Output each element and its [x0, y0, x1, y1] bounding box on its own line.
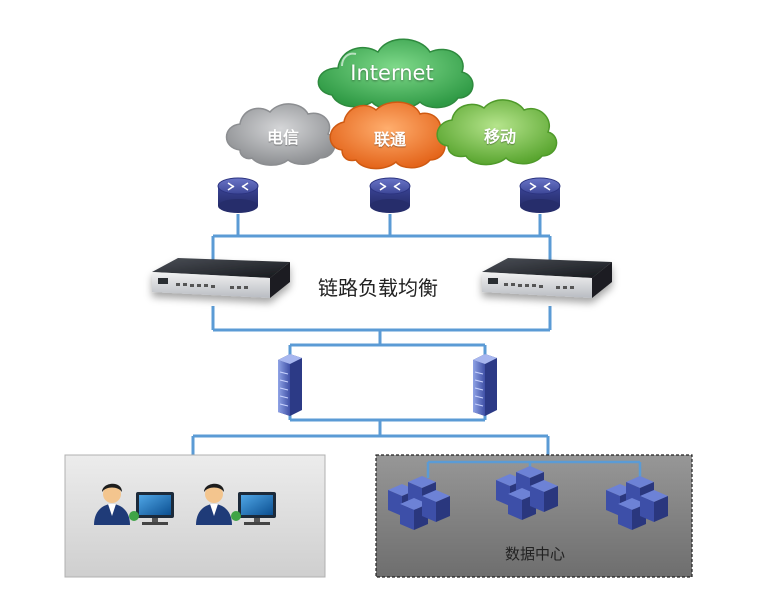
mobile-cloud	[436, 99, 558, 166]
load-balancer-label: 链路负载均衡	[318, 276, 438, 300]
router-telecom	[217, 177, 259, 213]
computer-monitor-icon	[129, 492, 174, 525]
telecom-cloud	[225, 103, 336, 166]
load-balancer-left	[152, 258, 290, 298]
link-lines	[191, 214, 552, 455]
server-cluster-center	[496, 466, 558, 520]
user-workstation-2	[196, 483, 276, 525]
telecom-label: 电信	[266, 128, 299, 147]
switch-right	[473, 354, 497, 416]
unicom-label: 联通	[373, 130, 406, 149]
router-mobile	[519, 177, 561, 213]
load-balancer-right	[482, 258, 612, 298]
server-cluster-left	[388, 476, 450, 530]
user-person-icon	[196, 483, 232, 525]
internet-label: Internet	[350, 61, 434, 85]
mobile-label: 移动	[483, 127, 516, 146]
computer-monitor-icon	[231, 492, 276, 525]
router-unicom	[369, 177, 411, 213]
switch-left	[278, 354, 302, 416]
user-workstation-1	[94, 483, 174, 525]
datacenter-label: 数据中心	[504, 545, 565, 563]
server-cluster-right	[606, 476, 668, 530]
user-person-icon	[94, 483, 130, 525]
